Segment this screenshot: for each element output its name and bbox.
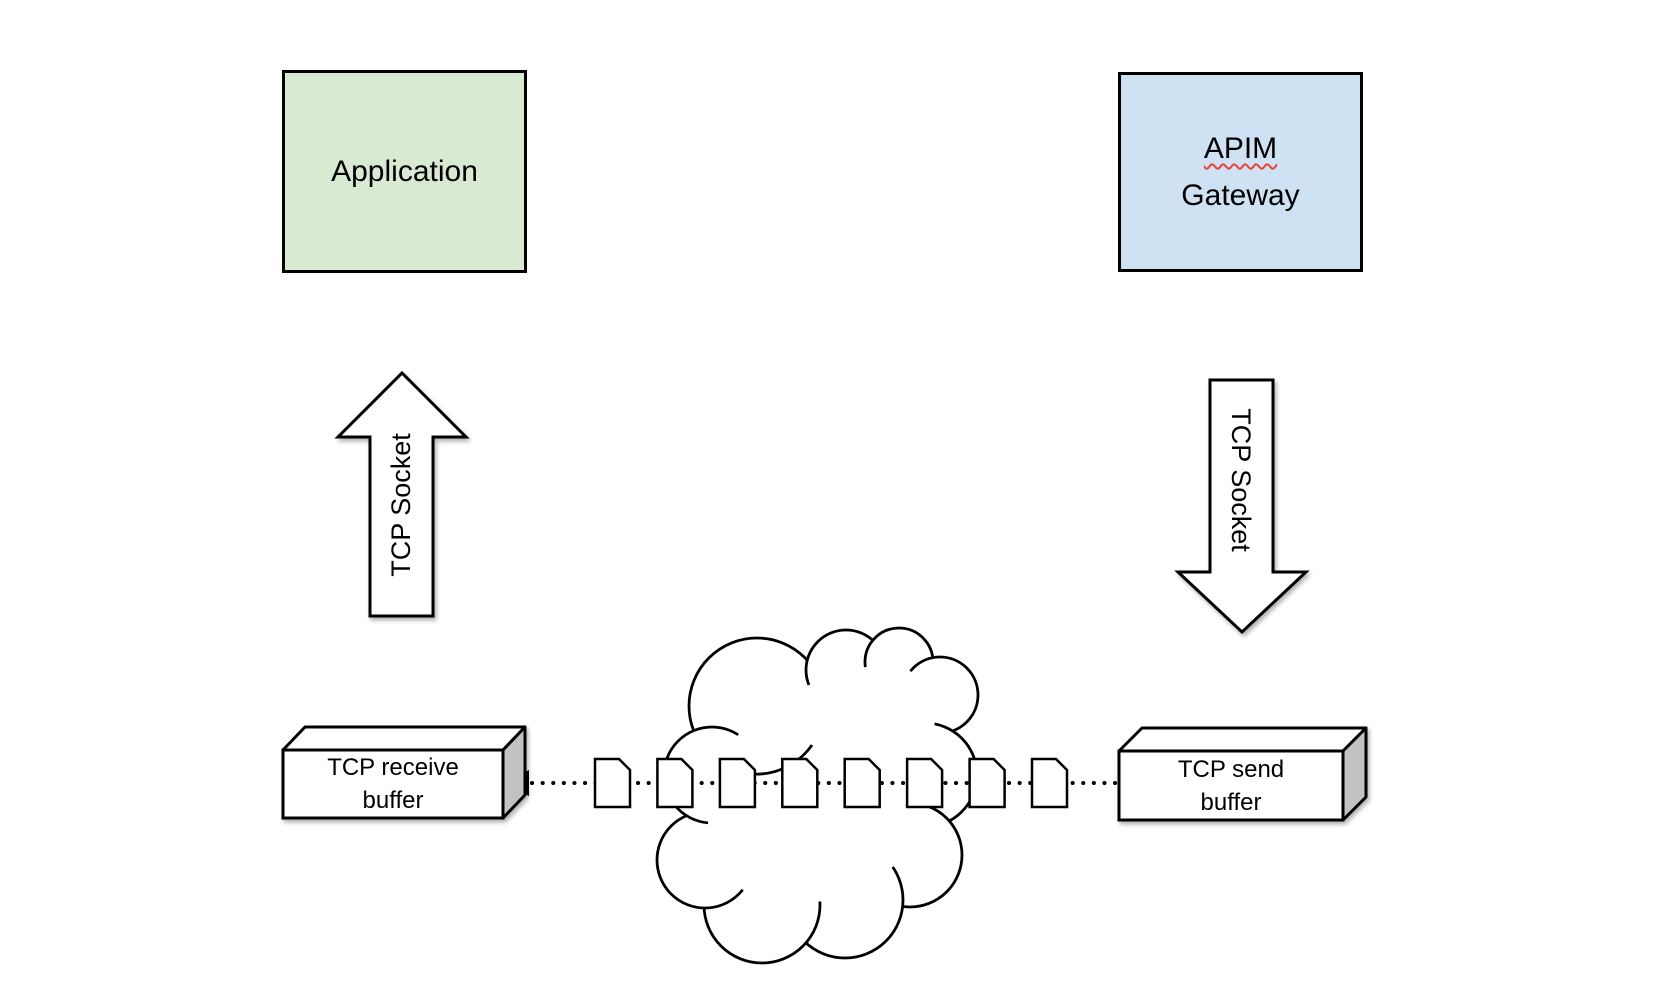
apim-misspelled-word: APIM xyxy=(1203,132,1278,165)
packet-group xyxy=(593,757,1069,809)
send-buffer-line2: buffer xyxy=(1200,788,1262,816)
packet-shape xyxy=(718,757,757,809)
tcp-receive-buffer-label: TCP receive buffer xyxy=(283,750,503,818)
packet-shape xyxy=(968,757,1006,809)
packet-shape xyxy=(905,757,944,809)
receive-buffer-line1: TCP receive xyxy=(327,754,459,781)
send-buffer-line1: TCP send xyxy=(1177,755,1285,783)
apim-gateway-node: APIM Gateway xyxy=(1118,72,1363,272)
packet-shape xyxy=(843,757,881,809)
receive-buffer-line2: buffer xyxy=(362,787,424,814)
application-label: Application xyxy=(331,154,478,188)
application-node: Application xyxy=(282,70,527,273)
tcp-socket-down-arrow xyxy=(1174,378,1310,635)
tcp-send-buffer-label: TCP send buffer xyxy=(1119,751,1343,820)
tcp-socket-down-label: TCP Socket xyxy=(1226,408,1256,552)
network-cloud xyxy=(655,626,980,965)
packet-shape xyxy=(1030,757,1069,809)
packet-shape xyxy=(781,757,819,809)
tcp-send-buffer-shape xyxy=(1117,726,1368,822)
packet-shape xyxy=(656,757,694,809)
gateway-word: Gateway xyxy=(1181,179,1300,212)
tcp-socket-up-arrow xyxy=(334,370,470,618)
packet-shape xyxy=(593,757,632,809)
tcp-socket-up-label: TCP Socket xyxy=(386,433,416,577)
apim-gateway-label: APIM Gateway xyxy=(1181,125,1299,219)
tcp-receive-buffer-shape xyxy=(281,725,527,820)
